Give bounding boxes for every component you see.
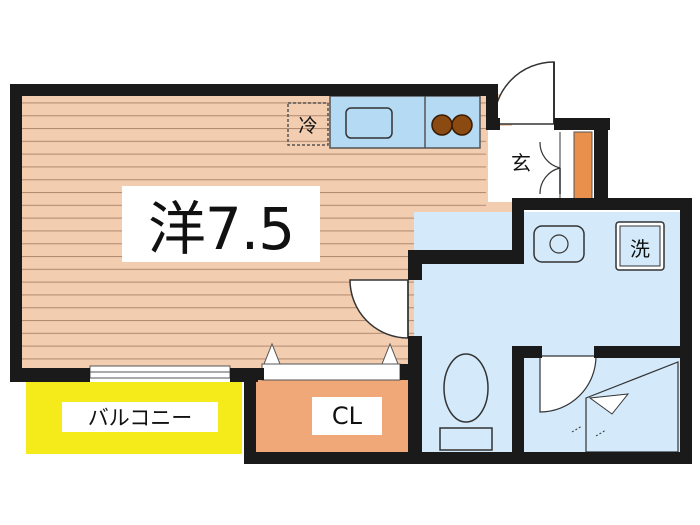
entrance-label: 玄 [503,143,539,179]
washer-label: 洗 [630,236,650,261]
bathroom-door-swing [349,279,409,339]
closet-door-mark-left [263,342,281,365]
toilet-tank [439,427,493,451]
sink [345,107,393,139]
entrance-door-small-swing-2 [539,141,561,169]
shower-dash-2 [595,429,607,437]
washbasin-bowl [549,234,569,254]
front-door-swing [493,61,555,125]
shower-step [588,393,630,415]
closet-label: CL [312,397,382,435]
shoe-cabinet [573,131,593,203]
walls [10,84,692,464]
shower-door-swing [539,355,597,413]
balcony-label: バルコニー [62,402,218,432]
fridge-label: 冷 [298,114,318,137]
stove-burner-right [451,114,473,136]
entrance-door-small-swing [539,167,561,195]
fridge-space [287,102,329,146]
toilet-bowl [443,353,489,423]
stove-burner-left [431,114,453,136]
closet-rail [261,363,401,381]
closet-door-mark-right [381,342,399,365]
main-room-label: 洋7.5 [122,186,320,263]
washbasin [533,225,585,263]
shower-dash-1 [571,425,583,433]
washer-space-inner [619,225,661,267]
